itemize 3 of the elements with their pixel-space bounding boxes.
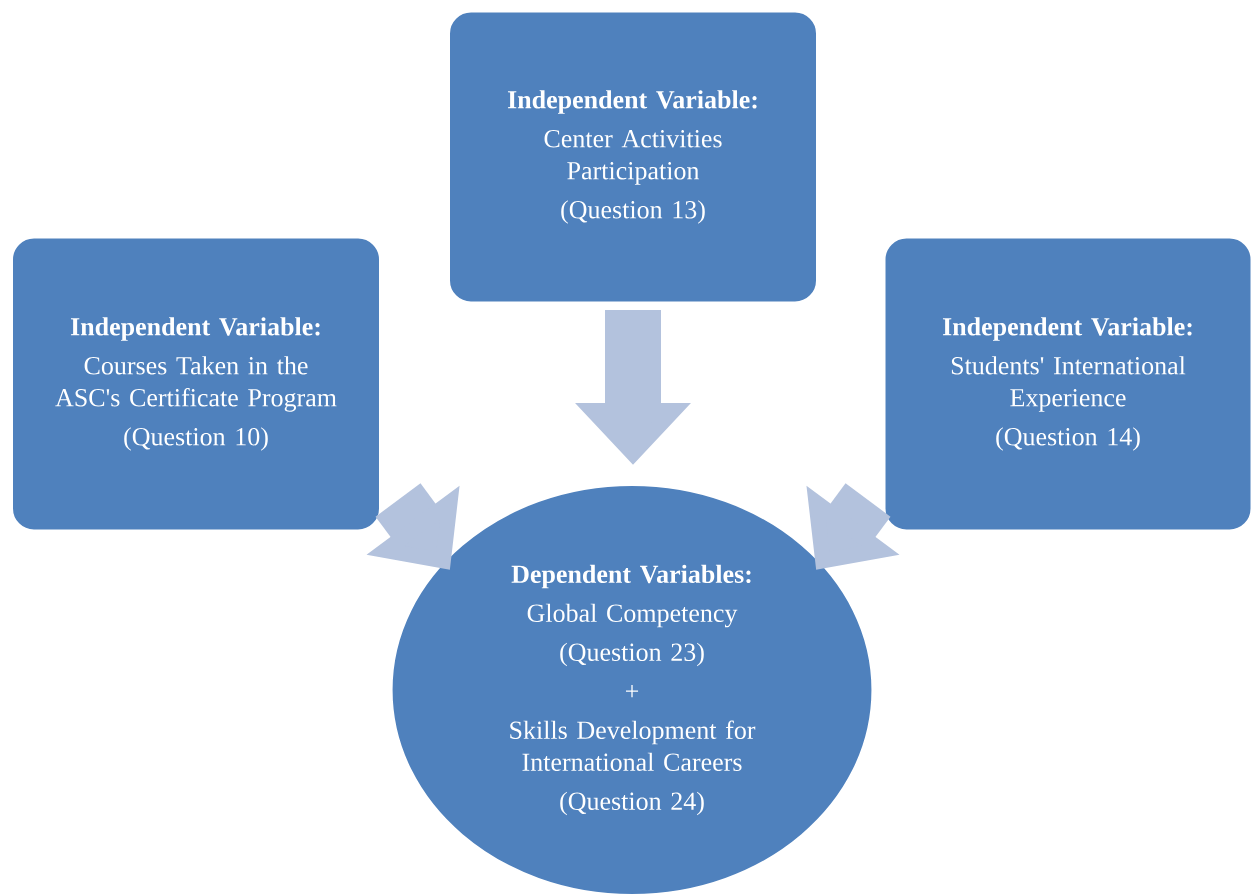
- variable-box: Independent Variable: Center Activities Participation (Question 13): [448, 10, 818, 304]
- variable-box: Independent Variable: Students' International Experience (Question 14): [883, 236, 1252, 532]
- variable-box: Independent Variable: Courses Taken in the ASC's Certificate Program (Question 10): [11, 236, 381, 532]
